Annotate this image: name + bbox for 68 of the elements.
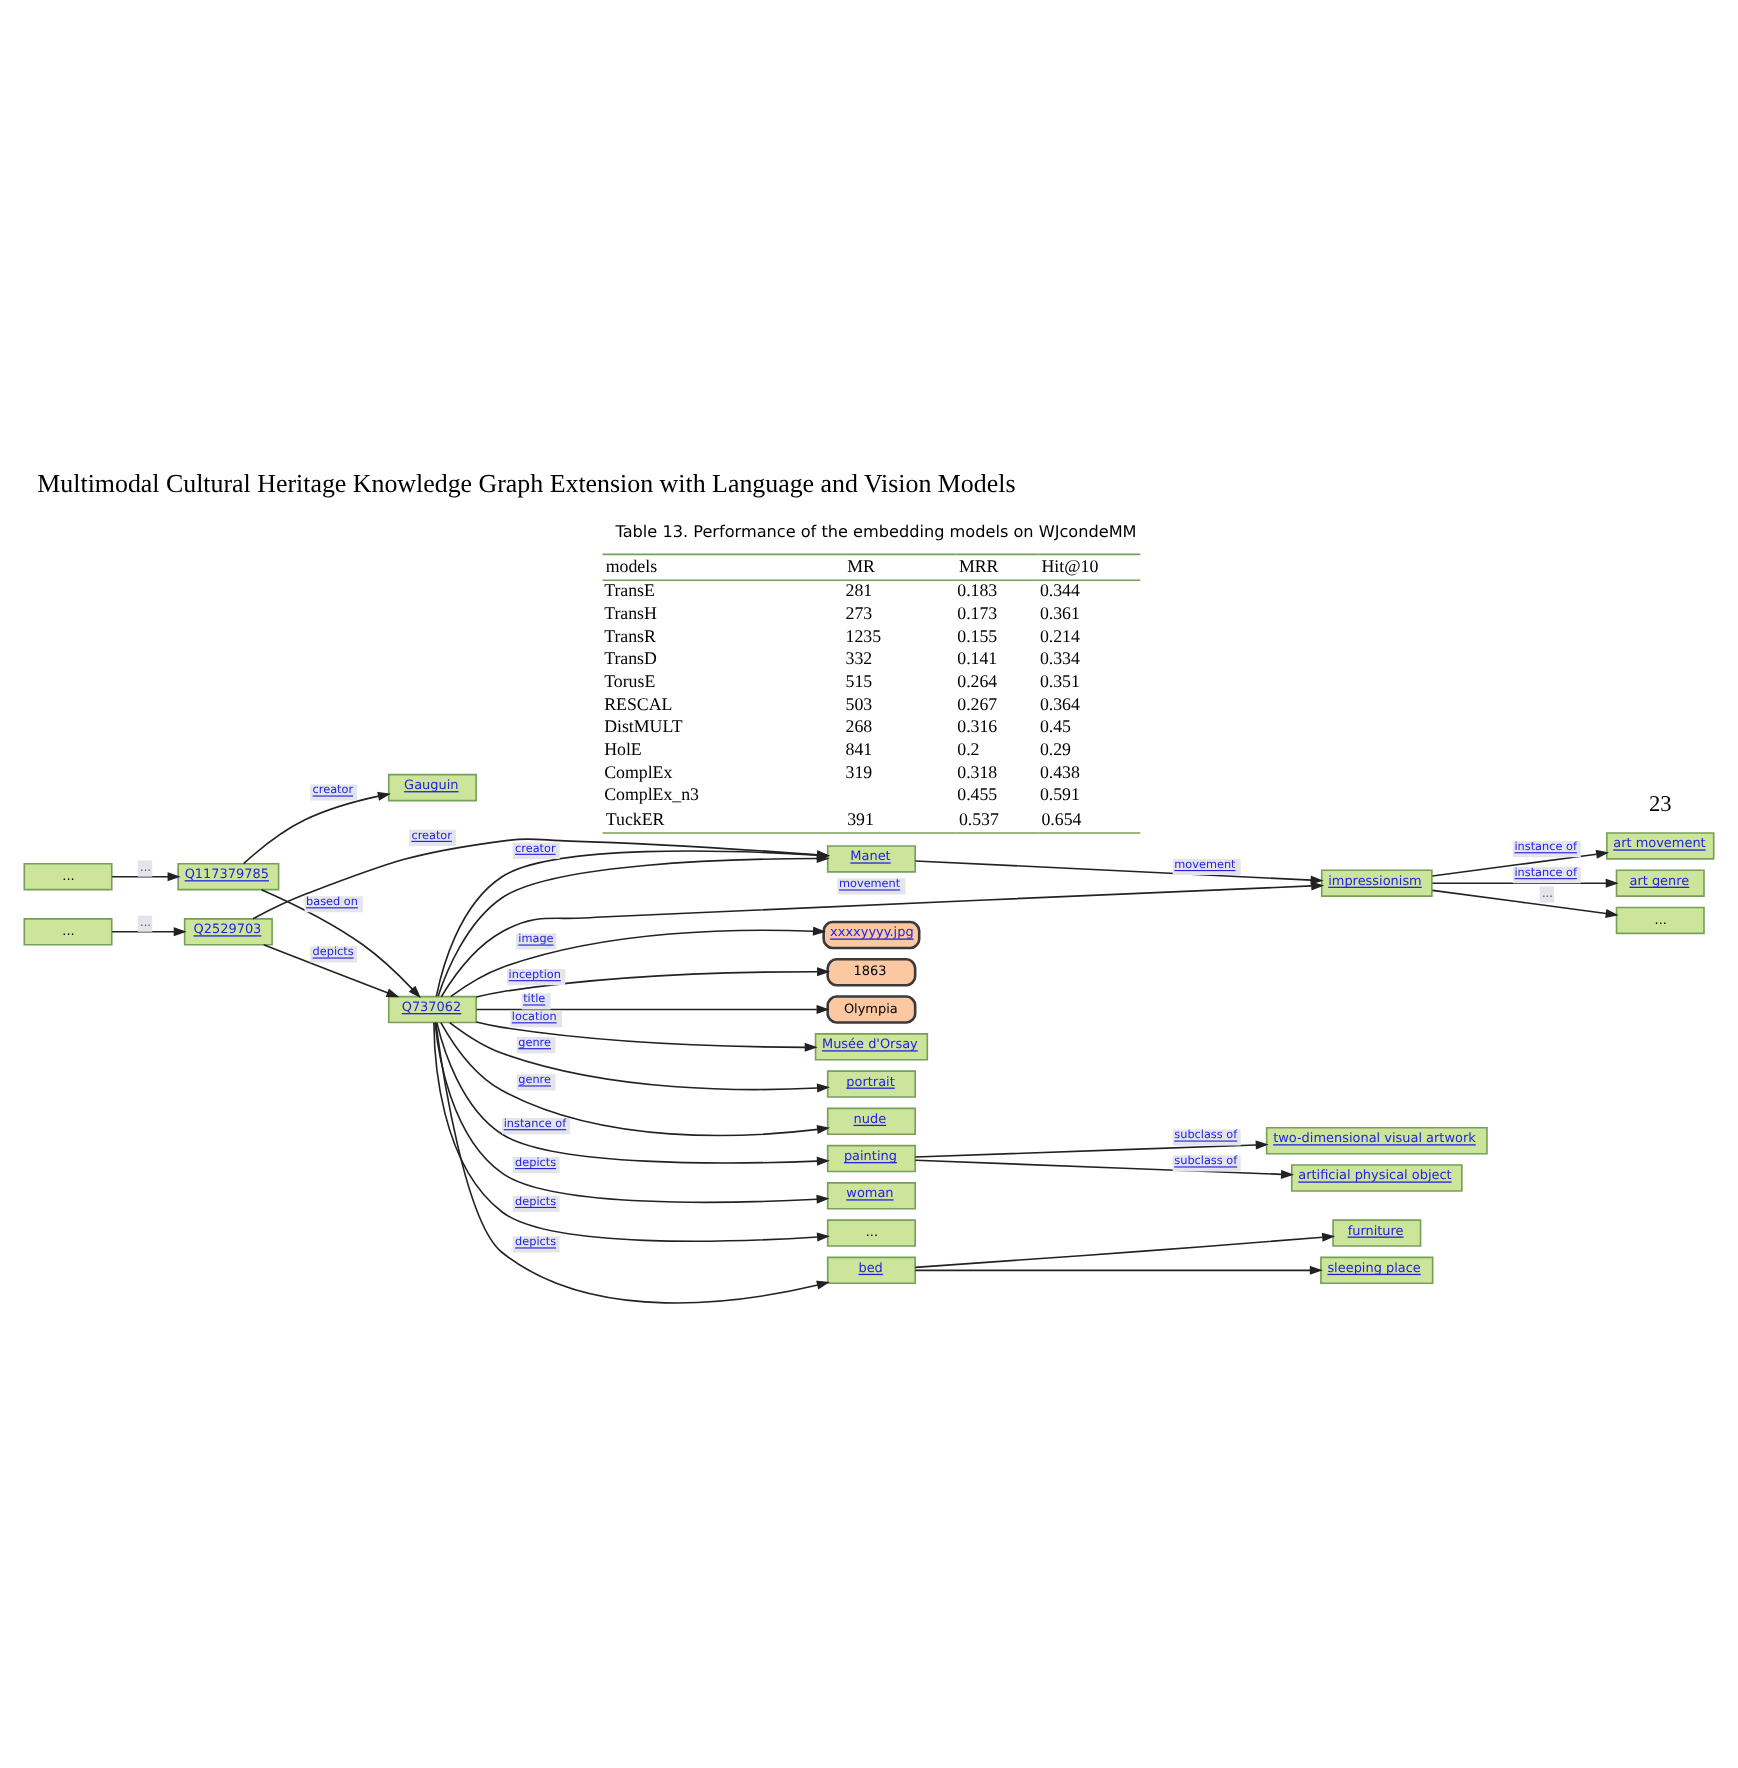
arrow (1431, 878, 1619, 888)
arrow (914, 1159, 1294, 1179)
label: models (605, 555, 658, 576)
arrow (433, 1021, 830, 1242)
label: RESCAL (604, 693, 673, 714)
label: TransH (604, 602, 657, 623)
label: 281 (845, 580, 873, 601)
label: HolE (604, 738, 642, 759)
arrow (450, 926, 826, 998)
label: TorusE (604, 670, 656, 691)
label: 0.344 (1039, 580, 1080, 601)
arrow (436, 1021, 830, 1166)
diagram-title: Multimodal Cultural Heritage Knowledge Graph Extension with Language and Vision Models (37, 467, 1016, 498)
label: 268 (845, 716, 873, 737)
label: ComplEx_n3 (604, 784, 700, 805)
label: TransR (604, 625, 656, 646)
label: 0.45 (1039, 716, 1072, 737)
arrow (914, 1265, 1323, 1275)
arrow (914, 1140, 1269, 1158)
label: 23 (1648, 793, 1672, 818)
arrow (1431, 889, 1619, 918)
arrow (260, 888, 421, 999)
label: TransE (604, 580, 655, 601)
label: 0.351 (1039, 670, 1080, 691)
arrow (440, 881, 1325, 998)
label: 0.155 (957, 625, 998, 646)
label: 515 (845, 670, 873, 691)
label: Hit@10 (1041, 555, 1099, 576)
label: MRR (958, 555, 999, 576)
label: 0.537 (958, 808, 999, 829)
label: 841 (845, 738, 873, 759)
label: TuckER (605, 808, 665, 829)
label: 0.654 (1041, 808, 1082, 829)
label: 0.455 (957, 784, 998, 805)
arrow (434, 1021, 830, 1204)
arrow (111, 872, 181, 882)
label: MR (847, 555, 875, 576)
label: 0.316 (957, 716, 998, 737)
label: TransD (604, 648, 657, 669)
label: 0.214 (1039, 625, 1080, 646)
label: 0.2 (957, 738, 980, 759)
arrow (434, 1021, 830, 1304)
label: 0.318 (957, 761, 998, 782)
arrow (242, 791, 391, 865)
label: 0.264 (957, 670, 998, 691)
label: DistMULT (604, 716, 683, 737)
label: 0.438 (1039, 761, 1080, 782)
label: 0.267 (957, 693, 998, 714)
label: 0.173 (957, 602, 998, 623)
label: 0.364 (1039, 693, 1080, 714)
label: 391 (847, 808, 874, 829)
label: 0.141 (957, 648, 998, 669)
label: 0.361 (1039, 602, 1080, 623)
label: Table 13. Performance of the embedding models on WJcondeMM (615, 520, 1137, 541)
arrow (1431, 849, 1610, 877)
arrow (111, 927, 187, 937)
label: 1235 (845, 625, 882, 646)
label: 332 (845, 648, 873, 669)
label: 0.591 (1039, 784, 1080, 805)
label: 319 (845, 761, 873, 782)
label: ComplEx (604, 761, 673, 782)
label: 0.334 (1039, 648, 1080, 669)
label: 0.183 (957, 580, 998, 601)
label: 0.29 (1039, 738, 1072, 759)
label: 273 (845, 602, 873, 623)
arrow (914, 1232, 1336, 1269)
label: 503 (845, 693, 873, 714)
arrow (475, 1005, 830, 1015)
